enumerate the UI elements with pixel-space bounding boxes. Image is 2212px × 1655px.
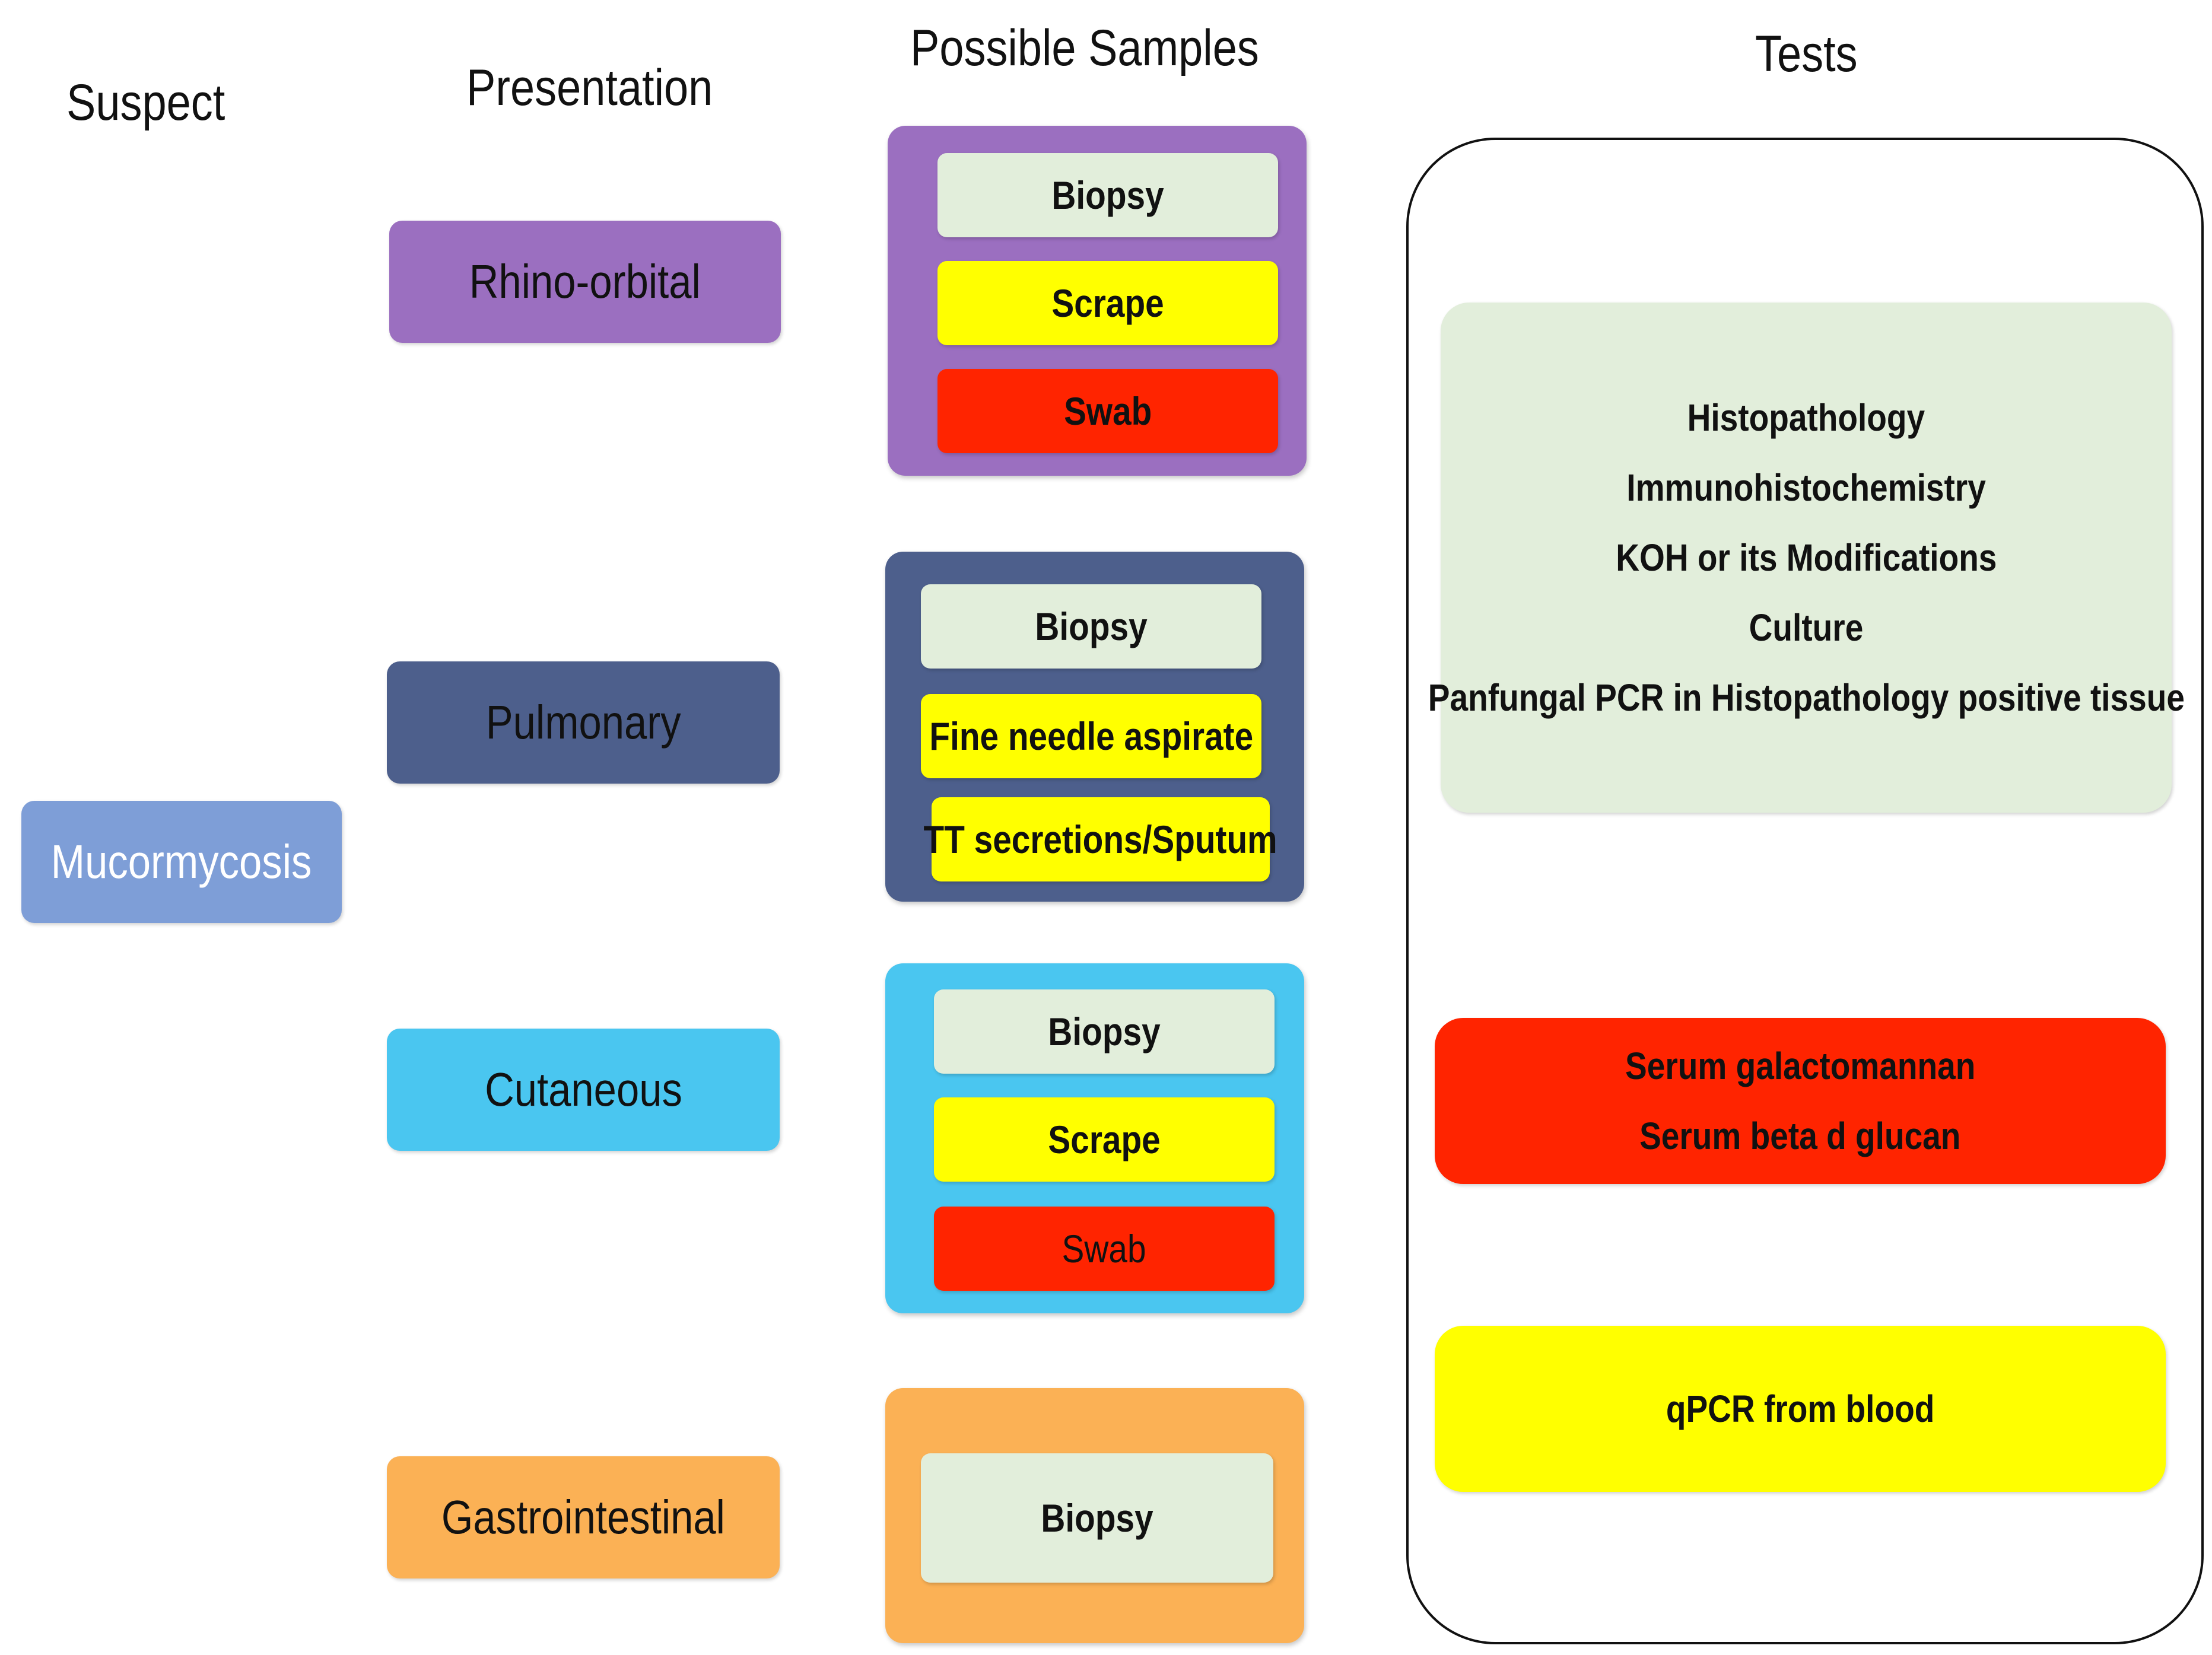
sample-label: Biopsy bbox=[1051, 173, 1164, 217]
sample-biopsy: Biopsy bbox=[921, 1453, 1273, 1583]
sample-label: Scrape bbox=[1048, 1118, 1161, 1161]
sample-biopsy: Biopsy bbox=[934, 989, 1275, 1074]
test-serum-galactomannan: Serum galactomannan bbox=[1625, 1045, 1976, 1087]
test-qpcr-blood: qPCR from blood bbox=[1666, 1387, 1935, 1430]
suspect-label: Mucormycosis bbox=[51, 835, 312, 888]
header-possible-samples: Possible Samples bbox=[910, 20, 1259, 77]
suspect-mucormycosis: Mucormycosis bbox=[21, 801, 342, 923]
presentation-label: Rhino-orbital bbox=[469, 255, 701, 308]
test-histopathology: Histopathology bbox=[1687, 396, 1925, 439]
sample-swab: Swab bbox=[934, 1207, 1275, 1291]
presentation-label: Cutaneous bbox=[484, 1063, 682, 1116]
sample-label: TT secretions/Sputum bbox=[923, 817, 1278, 861]
test-culture: Culture bbox=[1749, 606, 1864, 649]
sample-tt-secretions-sputum: TT secretions/Sputum bbox=[924, 797, 1277, 881]
sample-label: Scrape bbox=[1051, 281, 1164, 325]
presentation-gastrointestinal: Gastrointestinal bbox=[387, 1456, 780, 1578]
presentation-cutaneous: Cutaneous bbox=[387, 1029, 780, 1151]
presentation-label: Gastrointestinal bbox=[441, 1491, 725, 1543]
sample-label: Swab bbox=[1061, 1227, 1146, 1271]
sample-label: Biopsy bbox=[1035, 604, 1148, 648]
sample-biopsy: Biopsy bbox=[921, 584, 1261, 669]
tests-tissue-block: Histopathology Immunohistochemistry KOH … bbox=[1428, 303, 2185, 813]
sample-fine-needle-aspirate: Fine needle aspirate bbox=[921, 694, 1261, 778]
sample-label: Biopsy bbox=[1048, 1010, 1161, 1054]
test-immunohistochemistry: Immunohistochemistry bbox=[1626, 466, 1986, 509]
sample-swab: Swab bbox=[937, 369, 1278, 453]
presentation-pulmonary: Pulmonary bbox=[387, 661, 780, 784]
test-koh: KOH or its Modifications bbox=[1615, 536, 1997, 579]
tests-serum-block: Serum galactomannan Serum beta d glucan bbox=[1435, 1018, 2166, 1184]
sample-label: Fine needle aspirate bbox=[929, 714, 1253, 758]
test-serum-beta-d-glucan: Serum beta d glucan bbox=[1639, 1115, 1961, 1157]
header-suspect: Suspect bbox=[66, 74, 225, 131]
test-panfungal-pcr: Panfungal PCR in Histopathology positive… bbox=[1428, 676, 2185, 719]
presentation-label: Pulmonary bbox=[485, 696, 681, 749]
sample-biopsy: Biopsy bbox=[937, 153, 1278, 237]
presentation-rhino-orbital: Rhino-orbital bbox=[389, 221, 781, 343]
sample-label: Swab bbox=[1063, 389, 1152, 433]
sample-scrape: Scrape bbox=[934, 1097, 1275, 1182]
header-presentation: Presentation bbox=[466, 59, 713, 116]
tests-blood-block: qPCR from blood bbox=[1435, 1326, 2166, 1492]
header-tests: Tests bbox=[1755, 26, 1858, 82]
sample-label: Biopsy bbox=[1041, 1496, 1153, 1540]
sample-scrape: Scrape bbox=[937, 261, 1278, 345]
